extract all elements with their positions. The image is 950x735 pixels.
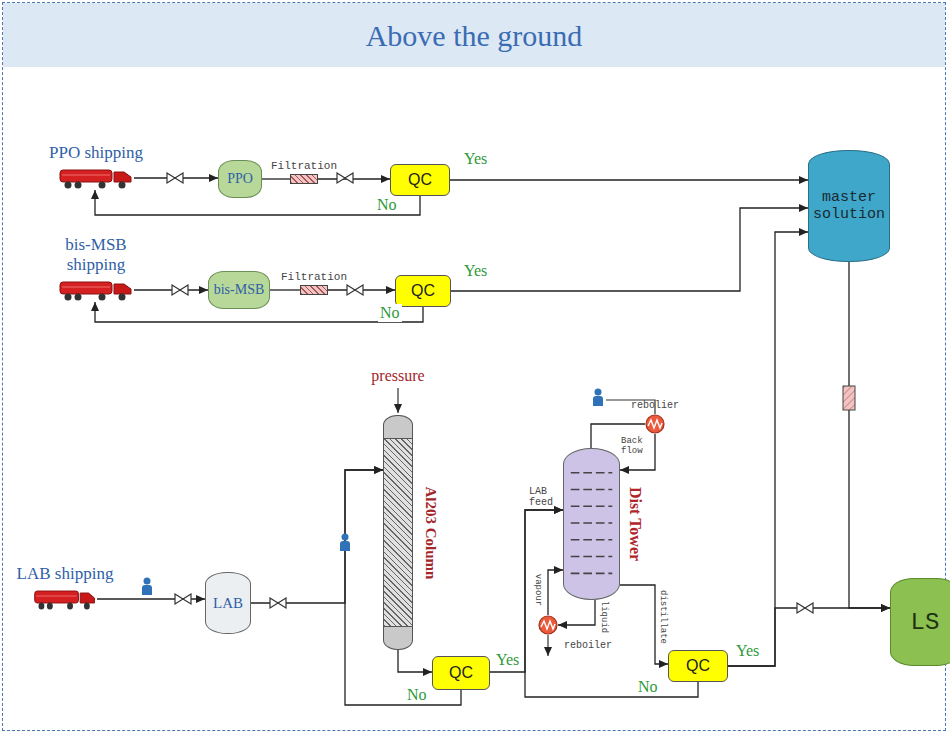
node-text: reboiler [564,640,612,651]
node-text: Filtration [266,271,362,283]
filter-symbol: Filtration [300,285,328,295]
node-text: Al203 Column [422,486,439,579]
storage-tank: PPO [218,160,262,198]
node-text: LAB shipping [17,564,114,584]
node-text: PPO [227,171,253,187]
reboiler-symbol: rebolier [645,414,665,434]
edge-label: Yes [462,262,489,280]
flow-connector [398,650,432,672]
annotation-label: LAB feed [529,486,563,508]
heater-icon [645,414,665,434]
annotation-label: Back flow [621,436,649,456]
tanker-truck: bis-MSB shipping [58,278,134,302]
node-text: bis-MSB shipping [48,235,144,275]
node-text: QC [411,282,435,300]
edge-label: No [378,304,402,322]
filter-symbol [843,386,855,410]
flow-connector [451,208,808,291]
flow-connector [620,585,668,664]
ls-tank: LS [890,578,950,666]
pressure-arrow [397,388,398,413]
flow-connector [134,289,208,290]
flow-connector [558,600,595,625]
edge-label: No [375,196,399,214]
qc-box: QC [668,650,728,682]
storage-tank: bis-MSB [208,271,270,309]
edge-label: Yes [494,651,521,669]
tanker-truck: LAB shipping [33,587,97,611]
storage-tank: LAB [205,572,251,634]
truck-icon [58,278,134,302]
outlet-arrow [547,635,548,656]
annotation-label: distillate [658,590,668,644]
flow-connector [849,262,890,608]
node-text: PPO shipping [48,143,144,163]
node-text: Filtration [256,160,352,172]
flow-connector [620,434,655,470]
annotation-label: liquid [599,601,609,633]
node-text: QC [449,664,473,682]
flow-connector [450,179,808,180]
flow-connector [490,510,563,672]
edge-label: Yes [462,150,489,168]
valve-symbols [167,173,813,613]
node-text: LAB [213,595,243,612]
node-text: bis-MSB [214,282,265,298]
flow-connector [251,470,383,603]
node-text: QC [686,657,710,675]
qc-box: QC [390,164,450,196]
edge-label: Yes [734,642,761,660]
tray-lines [564,449,619,599]
reboiler-symbol: reboiler [538,615,558,635]
heater-icon [538,615,558,635]
node-text: rebolier [607,400,703,411]
flow-connector [270,289,300,290]
flow-connector [728,232,808,666]
node-text: QC [408,171,432,189]
qc-box: QC [432,656,490,690]
diagram-title: Above the ground [3,3,945,53]
flow-connector [318,178,390,179]
title-band: Above the ground [3,3,945,67]
qc-box: QC [395,275,451,307]
flow-connector [262,178,290,179]
annotation-label: pressure [371,367,424,385]
edge-label: No [636,678,660,696]
operator-icons [142,389,603,596]
flow-connector [548,570,563,615]
alumina-column: Al203 Column [383,415,413,650]
distillation-tower: Dist Tower [563,448,620,600]
tanker-truck: PPO shipping [58,166,134,190]
annotation-label: vapour [533,574,543,606]
filter-symbol: Filtration [290,174,318,184]
edge-label: No [405,686,429,704]
truck-icon [58,166,134,190]
truck-icon [33,587,97,611]
packing-hatch [384,438,412,627]
node-text: Dist Tower [626,487,644,561]
flow-connector [728,608,890,666]
node-text: master solution [811,189,887,223]
master-tank: master solution [808,150,890,262]
node-text: LS [911,609,940,636]
